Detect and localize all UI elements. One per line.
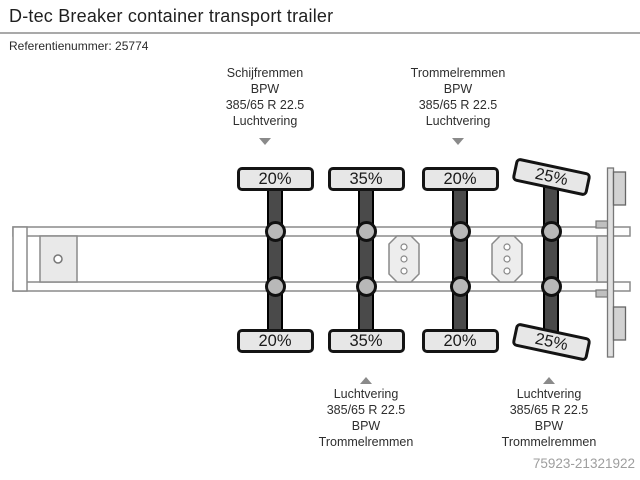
cross-member-hole <box>400 267 408 275</box>
page-title: D-tec Breaker container transport traile… <box>9 6 334 26</box>
axle-load-badge: 20% <box>421 167 499 191</box>
annotation-top-left: Schijfremmen BPW 385/65 R 22.5 Luchtveri… <box>180 65 350 129</box>
annotation-top-right: Trommelremmen BPW 385/65 R 22.5 Luchtver… <box>373 65 543 129</box>
annotation-bottom-left: Luchtvering 385/65 R 22.5 BPW Trommelrem… <box>281 386 451 450</box>
wheel-hub <box>264 276 286 297</box>
annotation-line: Trommelremmen <box>501 435 597 449</box>
annotation-line: Trommelremmen <box>318 435 414 449</box>
wheel-hub <box>540 221 562 242</box>
annotation-line: 385/65 R 22.5 <box>326 403 406 417</box>
header-divider <box>0 32 640 34</box>
annotation-line: BPW <box>534 419 564 433</box>
wheel-hub <box>449 276 471 297</box>
annotation-line: BPW <box>351 419 381 433</box>
arrow-down-icon <box>452 138 464 145</box>
rear-cross-member <box>596 235 609 283</box>
cross-member-hole <box>503 267 511 275</box>
annotation-line: Luchtvering <box>333 387 399 401</box>
cross-member-hole <box>400 255 408 263</box>
axle-load-badge: 20% <box>421 329 499 353</box>
rear-bumper-bar <box>606 167 615 358</box>
cross-member-hole <box>503 255 511 263</box>
chassis-front-cap <box>12 226 28 292</box>
axle-load-badge: 20% <box>236 329 314 353</box>
annotation-bottom-right: Luchtvering 385/65 R 22.5 BPW Trommelrem… <box>464 386 634 450</box>
annotation-line: Trommelremmen <box>410 66 506 80</box>
axle-load-badge: 35% <box>327 329 405 353</box>
cross-member-hole <box>400 243 408 251</box>
axle-load-badge: 35% <box>327 167 405 191</box>
rear-lamp <box>612 171 627 206</box>
cross-member-hole <box>503 243 511 251</box>
annotation-line: 385/65 R 22.5 <box>418 98 498 112</box>
arrow-down-icon <box>259 138 271 145</box>
axle-beam <box>358 182 374 338</box>
axle-beam <box>267 182 283 338</box>
wheel-hub <box>264 221 286 242</box>
axle-load-badge: 20% <box>236 167 314 191</box>
axle-beam <box>452 182 468 338</box>
annotation-line: BPW <box>443 82 473 96</box>
chassis-rail-top <box>12 226 631 237</box>
reference-number: Referentienummer: 25774 <box>9 39 149 53</box>
kingpin <box>53 254 63 264</box>
rear-lamp <box>612 306 627 341</box>
annotation-line: Luchtvering <box>516 387 582 401</box>
wheel-hub <box>355 276 377 297</box>
wheel-hub <box>540 276 562 297</box>
annotation-line: 385/65 R 22.5 <box>509 403 589 417</box>
annotation-line: BPW <box>250 82 280 96</box>
chassis-rail-bottom <box>12 281 631 292</box>
annotation-line: Luchtvering <box>232 114 298 128</box>
wheel-hub <box>449 221 471 242</box>
axle-beam <box>543 182 559 338</box>
wheel-hub <box>355 221 377 242</box>
annotation-line: 385/65 R 22.5 <box>225 98 305 112</box>
arrow-up-icon <box>543 377 555 384</box>
annotation-line: Schijfremmen <box>226 66 304 80</box>
arrow-up-icon <box>360 377 372 384</box>
watermark-id: 75923-21321922 <box>532 456 635 471</box>
annotation-line: Luchtvering <box>425 114 491 128</box>
